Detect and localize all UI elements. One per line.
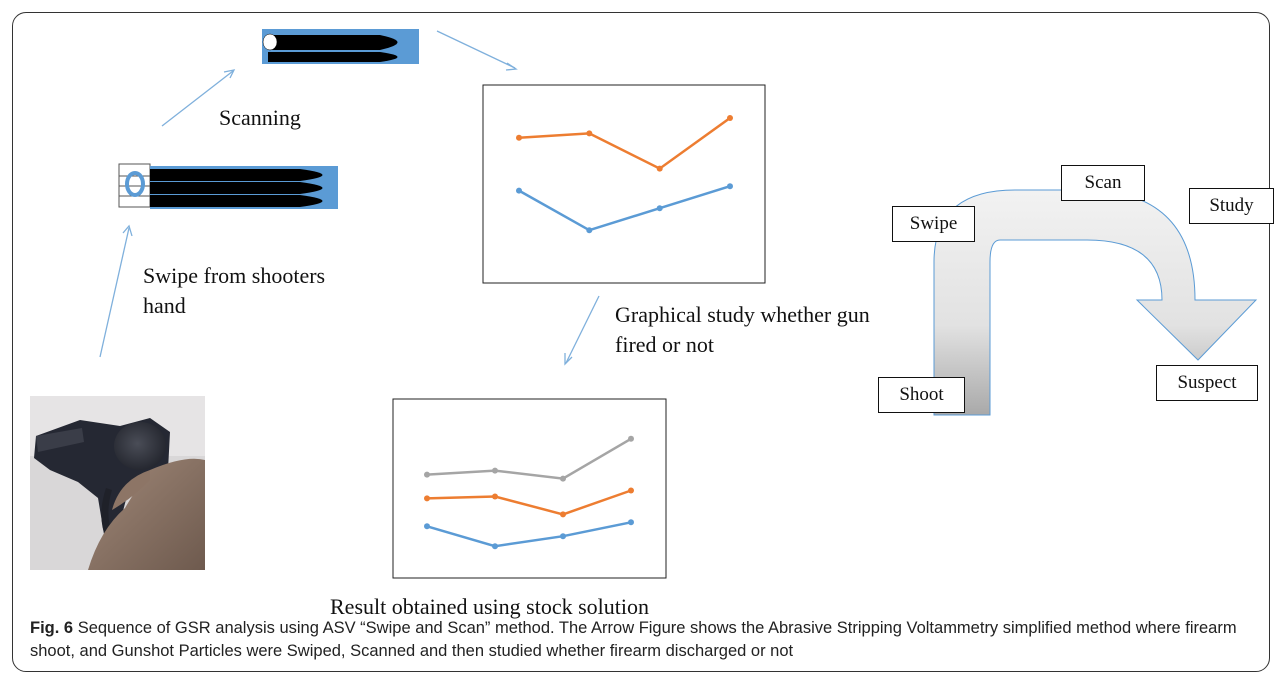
arrowhead — [564, 353, 573, 366]
series-line-1 — [518, 185, 731, 232]
data-point — [516, 134, 522, 141]
figure-caption: Fig. 6 Sequence of GSR analysis using AS… — [30, 617, 1255, 663]
label-result: Result obtained using stock solution — [330, 594, 649, 619]
series-line-1 — [426, 489, 632, 516]
data-point — [727, 183, 733, 190]
data-point — [560, 511, 566, 518]
swipe-electrode-icon — [118, 163, 338, 209]
data-point — [656, 205, 663, 212]
revolver-photo — [30, 396, 205, 570]
data-point — [586, 227, 593, 234]
data-point — [424, 523, 430, 530]
arrowhead — [505, 62, 518, 71]
series-line-0 — [426, 437, 632, 480]
arrow-photo-to-swipe — [99, 227, 130, 358]
step-box-swipe: Swipe — [892, 206, 975, 242]
data-point — [424, 495, 430, 502]
arrow-graph-to-result — [565, 295, 600, 364]
figure-frame — [12, 12, 1270, 672]
step-box-shoot: Shoot — [878, 377, 965, 413]
data-point — [492, 543, 498, 550]
data-point — [516, 187, 522, 194]
data-point — [492, 467, 498, 474]
arrow-swipe-to-scan — [161, 70, 234, 127]
caption-text: Sequence of GSR analysis using ASV “Swip… — [30, 619, 1237, 660]
label-swipe-from-hand: Swipe from shooters hand — [143, 263, 326, 318]
chart-frame-top — [482, 84, 766, 284]
arrow-scan-to-graph — [436, 30, 516, 69]
step-box-scan: Scan — [1061, 165, 1145, 201]
data-point — [628, 487, 634, 494]
series-line-0 — [518, 116, 731, 171]
caption-figure-label: Fig. 6 — [30, 619, 74, 637]
data-point — [628, 435, 634, 442]
data-point — [628, 519, 634, 526]
data-point — [424, 471, 430, 478]
series-line-2 — [426, 521, 632, 548]
chart-bottom — [424, 435, 634, 550]
step-box-suspect: Suspect — [1156, 365, 1258, 401]
chart-top — [516, 115, 733, 234]
label-scanning: Scanning — [219, 105, 301, 130]
scanning-electrode-icon — [262, 29, 419, 64]
data-point — [560, 533, 566, 540]
data-point — [586, 130, 593, 137]
pointer-arrows — [99, 30, 600, 366]
arrowhead — [223, 69, 236, 79]
data-point — [492, 493, 498, 500]
data-point — [656, 165, 663, 172]
label-graphical-study: Graphical study whether gun fired or not — [615, 302, 870, 357]
process-curved-arrow — [933, 189, 1258, 416]
chart-frame-bottom — [392, 398, 667, 579]
data-point — [560, 475, 566, 482]
arrowhead — [122, 224, 133, 237]
data-point — [727, 115, 733, 121]
step-box-study: Study — [1189, 188, 1274, 224]
